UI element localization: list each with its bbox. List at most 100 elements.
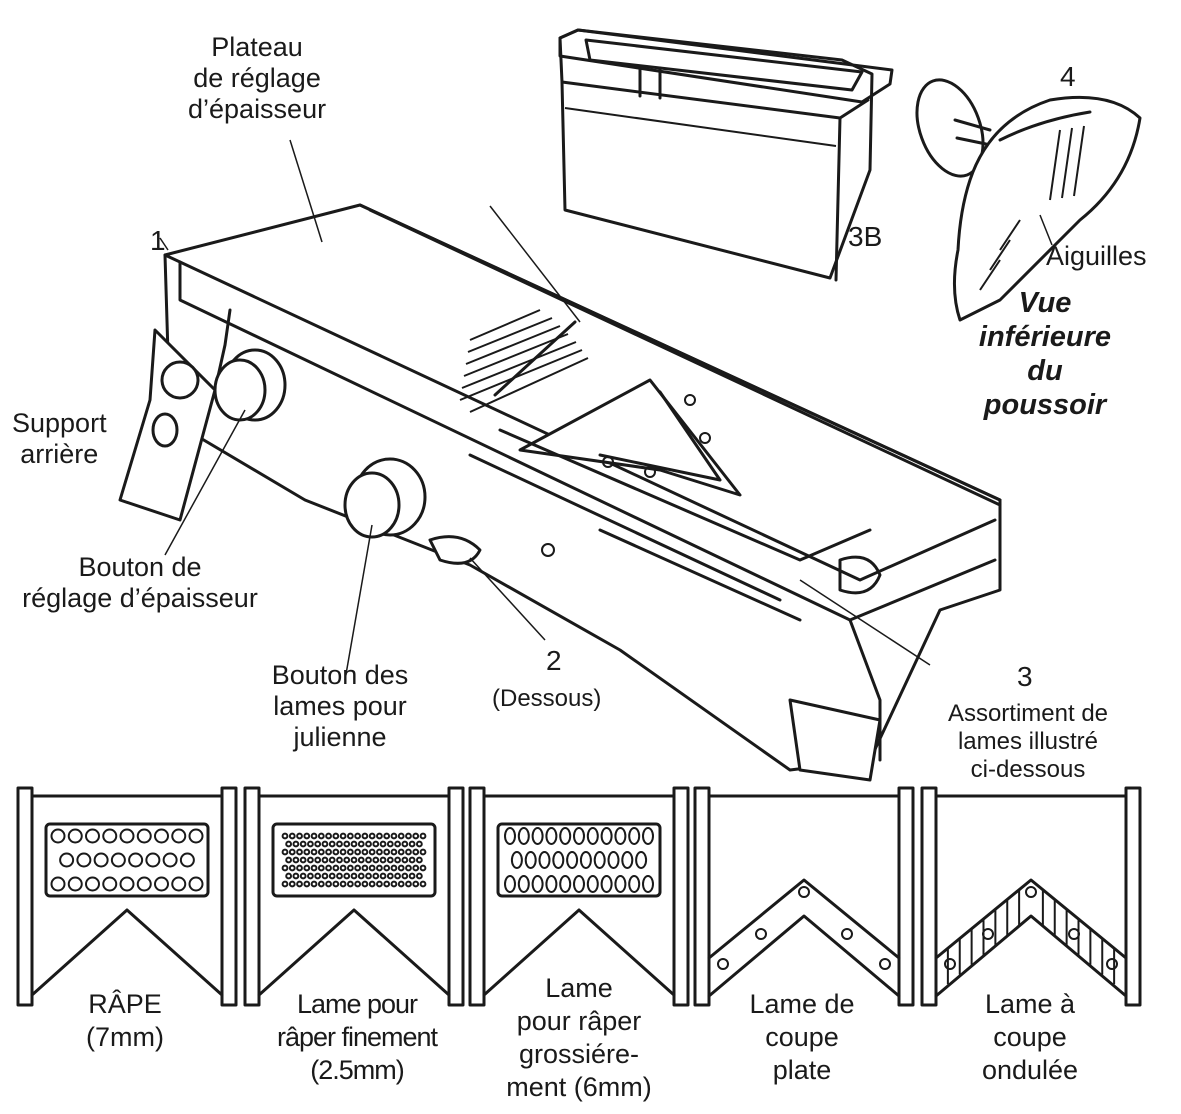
grater-hole [85,876,100,892]
grater-hole [321,840,329,848]
grater-hole [415,840,423,848]
grater-hole [517,827,530,845]
grater-hole [397,832,405,840]
grater-hole [368,864,376,872]
grater-hole [128,852,144,868]
grater-hole [325,864,332,872]
grater-hole [328,840,336,848]
blade-caption-coarse: Lame pour râper grossiére- ment (6mm) [506,973,652,1102]
grater-hole [321,856,329,864]
grater-hole [397,848,405,856]
grater-hole [361,848,369,856]
grater-hole [390,880,398,888]
grater-hole [586,875,599,893]
grater-hole [350,872,358,880]
grater-hole [346,880,354,888]
grater-hole [343,872,351,880]
grater-hole [292,872,300,880]
grater-hole [336,840,343,848]
grater-hole [336,856,343,864]
grater-hole [110,852,126,868]
label-support-arriere: Support arrière [12,408,107,469]
label-plateau: Plateau de réglage d’épaisseur [188,32,327,124]
grater-hole [288,832,296,840]
food-pusher-illustration [915,78,1142,322]
grater-hole [376,832,383,840]
blade-panel-v-blade-plain [693,786,915,1007]
grater-hole [299,872,307,880]
rivet [755,928,767,940]
grater-hole [376,848,383,856]
grater-hole [531,827,544,845]
grater-hole [628,827,641,845]
grater-hole [76,852,92,868]
grater-hole [67,828,83,844]
grater-hole [390,864,398,872]
grater-hole [188,876,204,892]
mandoline-body-illustration [118,203,1002,782]
label-num-2: 2 [546,645,562,676]
grater-hole [408,840,416,848]
grater-hole [296,880,303,888]
grater-hole [354,880,362,888]
label-bouton-lames: Bouton des lames pour julienne [271,660,409,752]
grater-hole [390,848,398,856]
grater-hole [405,864,412,872]
grater-hole [566,851,579,869]
grater-hole [288,864,296,872]
grater-hole [504,875,516,893]
grater-hole [346,848,354,856]
grater-hole [531,875,544,893]
grater-hole [559,875,572,893]
grater-hole [332,848,340,856]
grater-hole [361,832,369,840]
grater-hole [368,832,376,840]
grater-hole [296,832,303,840]
grater-hole [504,827,516,845]
grater-hole [621,851,634,869]
grater-hole [317,832,325,840]
grater-hole [154,876,169,892]
label-dessous: (Dessous) [492,685,602,712]
grater-hole [552,851,565,869]
grater-hole [642,827,654,845]
grater-hole [154,828,169,844]
label-bouton-reglage: Bouton de réglage d’épaisseur [22,552,258,613]
grater-hole [383,864,391,872]
grater-hole [339,832,347,840]
grater-hole [408,872,416,880]
grater-hole [310,864,318,872]
grater-hole [614,827,627,845]
grater-hole [343,840,351,848]
label-assortiment: Assortiment de lames illustré ci-dessous [947,700,1109,783]
grater-hole [365,840,372,848]
grater-hole [119,828,135,844]
blade-panel-v-blade-wavy [920,786,1142,1007]
grater-hole [600,827,613,845]
grater-hole [394,856,401,864]
grater-hole [328,872,336,880]
rivet [717,958,729,970]
grater-hole [281,848,289,856]
grater-hole [171,828,187,844]
grater-hole [171,876,187,892]
grater-hole [600,875,613,893]
grater-hole [408,856,416,864]
rivet [944,958,956,970]
grater-hole [296,848,303,856]
grater-hole [332,832,340,840]
grater-hole [372,872,380,880]
grater-hole [288,848,296,856]
grater-hole [285,840,293,848]
grater-hole [361,864,369,872]
grater-hole [102,828,118,844]
grater-hole [292,856,300,864]
grater-hole [559,827,572,845]
grater-hole [538,851,551,869]
blade-caption-ondulee: Lame à coupe ondulée [981,989,1079,1085]
grater-hole [350,856,358,864]
blade-panel-large-holes [16,786,238,1007]
grater-hole [376,880,383,888]
grater-hole [325,880,332,888]
